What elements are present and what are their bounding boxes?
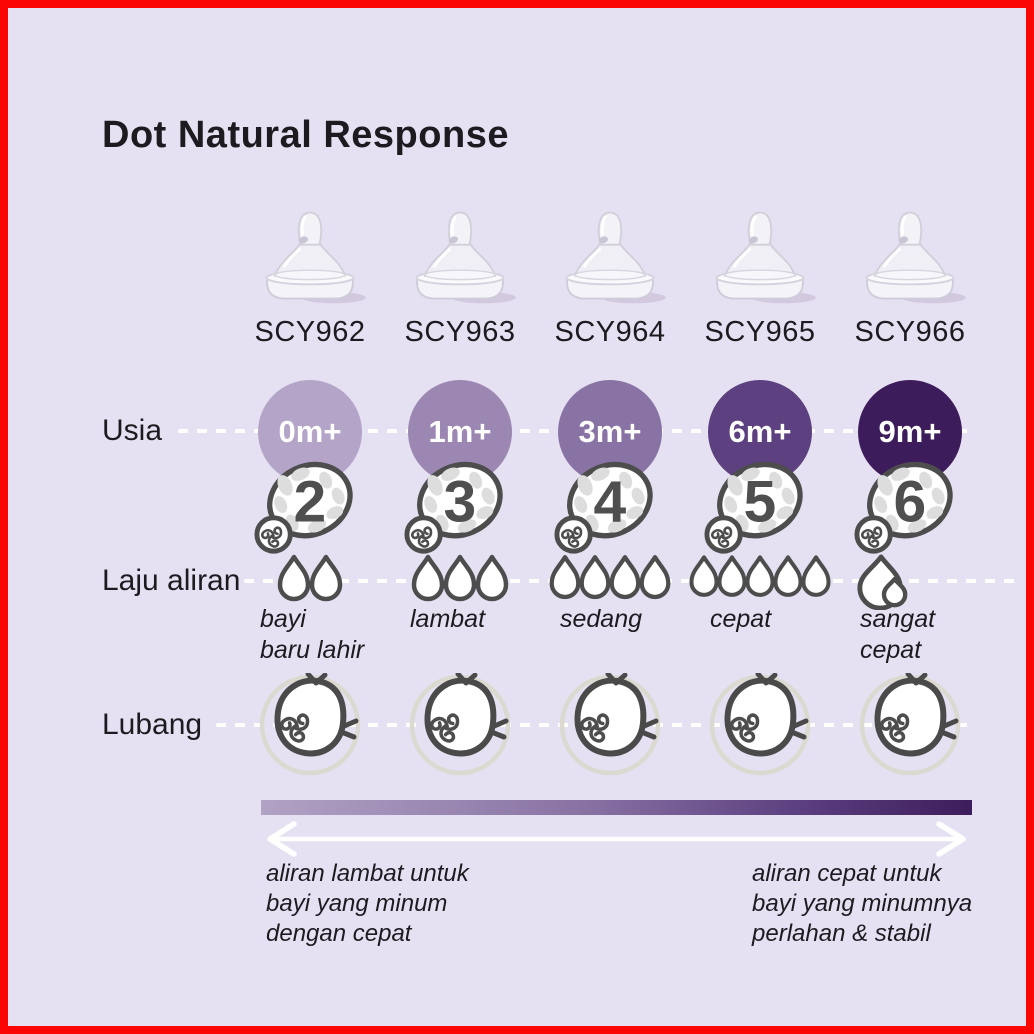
drop-icon	[799, 554, 833, 600]
teat-photo-icon	[398, 204, 522, 308]
hole-magnifier-icon	[408, 673, 512, 777]
age-value: 1m+	[428, 414, 492, 449]
teat-photo	[685, 204, 835, 308]
flow-drops-5	[685, 554, 835, 600]
double-arrow-icon	[267, 821, 966, 857]
teat-photo-icon	[698, 204, 822, 308]
flow-drops-max	[835, 554, 985, 610]
teat-photo-row	[8, 204, 1034, 308]
teat-size-number: 4	[594, 470, 627, 535]
teat-size-number: 2	[294, 470, 327, 535]
teat-size-icon: 3	[404, 461, 503, 554]
teat-photo	[835, 204, 985, 308]
model-code: SCY965	[704, 316, 816, 348]
flow-label: sedang	[560, 605, 643, 633]
model-code: SCY966	[854, 316, 966, 348]
flow-label: cepat	[710, 605, 772, 633]
model-code: SCY964	[554, 316, 666, 348]
age-value: 0m+	[278, 414, 342, 449]
teat-size-icon-row: 2 3 4 5 6	[8, 455, 1034, 559]
age-badge: 1m+	[408, 380, 512, 484]
teat-photo-icon	[848, 204, 972, 308]
flow-drops-4	[535, 554, 685, 602]
fast-drop-icon	[854, 554, 912, 610]
hole-magnifier-icon	[858, 673, 962, 777]
age-badge: 6m+	[708, 380, 812, 484]
model-code: SCY963	[404, 316, 516, 348]
flow-gradient-bar	[261, 800, 972, 815]
hole-row-label: Lubang	[102, 708, 203, 741]
teat-photo	[385, 204, 535, 308]
footer-left-text: aliran lambat untuk bayi yang minum deng…	[266, 860, 469, 947]
flow-rate-row	[8, 554, 1034, 608]
teat-photo-icon	[548, 204, 672, 308]
model-code-row: SCY962 SCY963 SCY964 SCY965 SCY966	[8, 316, 1034, 350]
teat-photo-icon	[248, 204, 372, 308]
flow-drops-3	[385, 554, 535, 604]
flow-drops-2	[235, 554, 385, 604]
drop-icon	[637, 554, 673, 602]
hole-magnifier-icon	[558, 673, 662, 777]
teat-size-number: 6	[894, 470, 927, 535]
teat-size-number: 5	[744, 470, 777, 535]
teat-size-number: 3	[444, 470, 477, 535]
teat-photo	[235, 204, 385, 308]
age-value: 9m+	[878, 414, 942, 449]
teat-size-icon: 4	[554, 461, 653, 554]
age-value: 3m+	[578, 414, 642, 449]
teat-size-icon: 5	[704, 461, 803, 554]
model-code: SCY962	[254, 316, 366, 348]
age-circle-row: 0m+ 1m+ 3m+ 6m+ 9m+	[8, 380, 1034, 484]
footer-right-text: aliran cepat untuk bayi yang minumnya pe…	[752, 860, 973, 947]
teat-size-icon: 6	[854, 461, 953, 554]
teat-size-icon: 2	[254, 461, 353, 554]
hole-magnifier-icon	[258, 673, 362, 777]
hole-row	[8, 673, 1034, 777]
age-value: 6m+	[728, 414, 792, 449]
drop-icon	[307, 554, 345, 604]
teat-photo	[535, 204, 685, 308]
flow-label: lambat	[410, 605, 486, 633]
hole-magnifier-icon	[708, 673, 812, 777]
page-title: Dot Natural Response	[102, 114, 509, 156]
flow-row-label: Laju aliran	[102, 564, 241, 597]
age-row-label: Usia	[102, 414, 163, 447]
drop-icon	[473, 554, 511, 604]
